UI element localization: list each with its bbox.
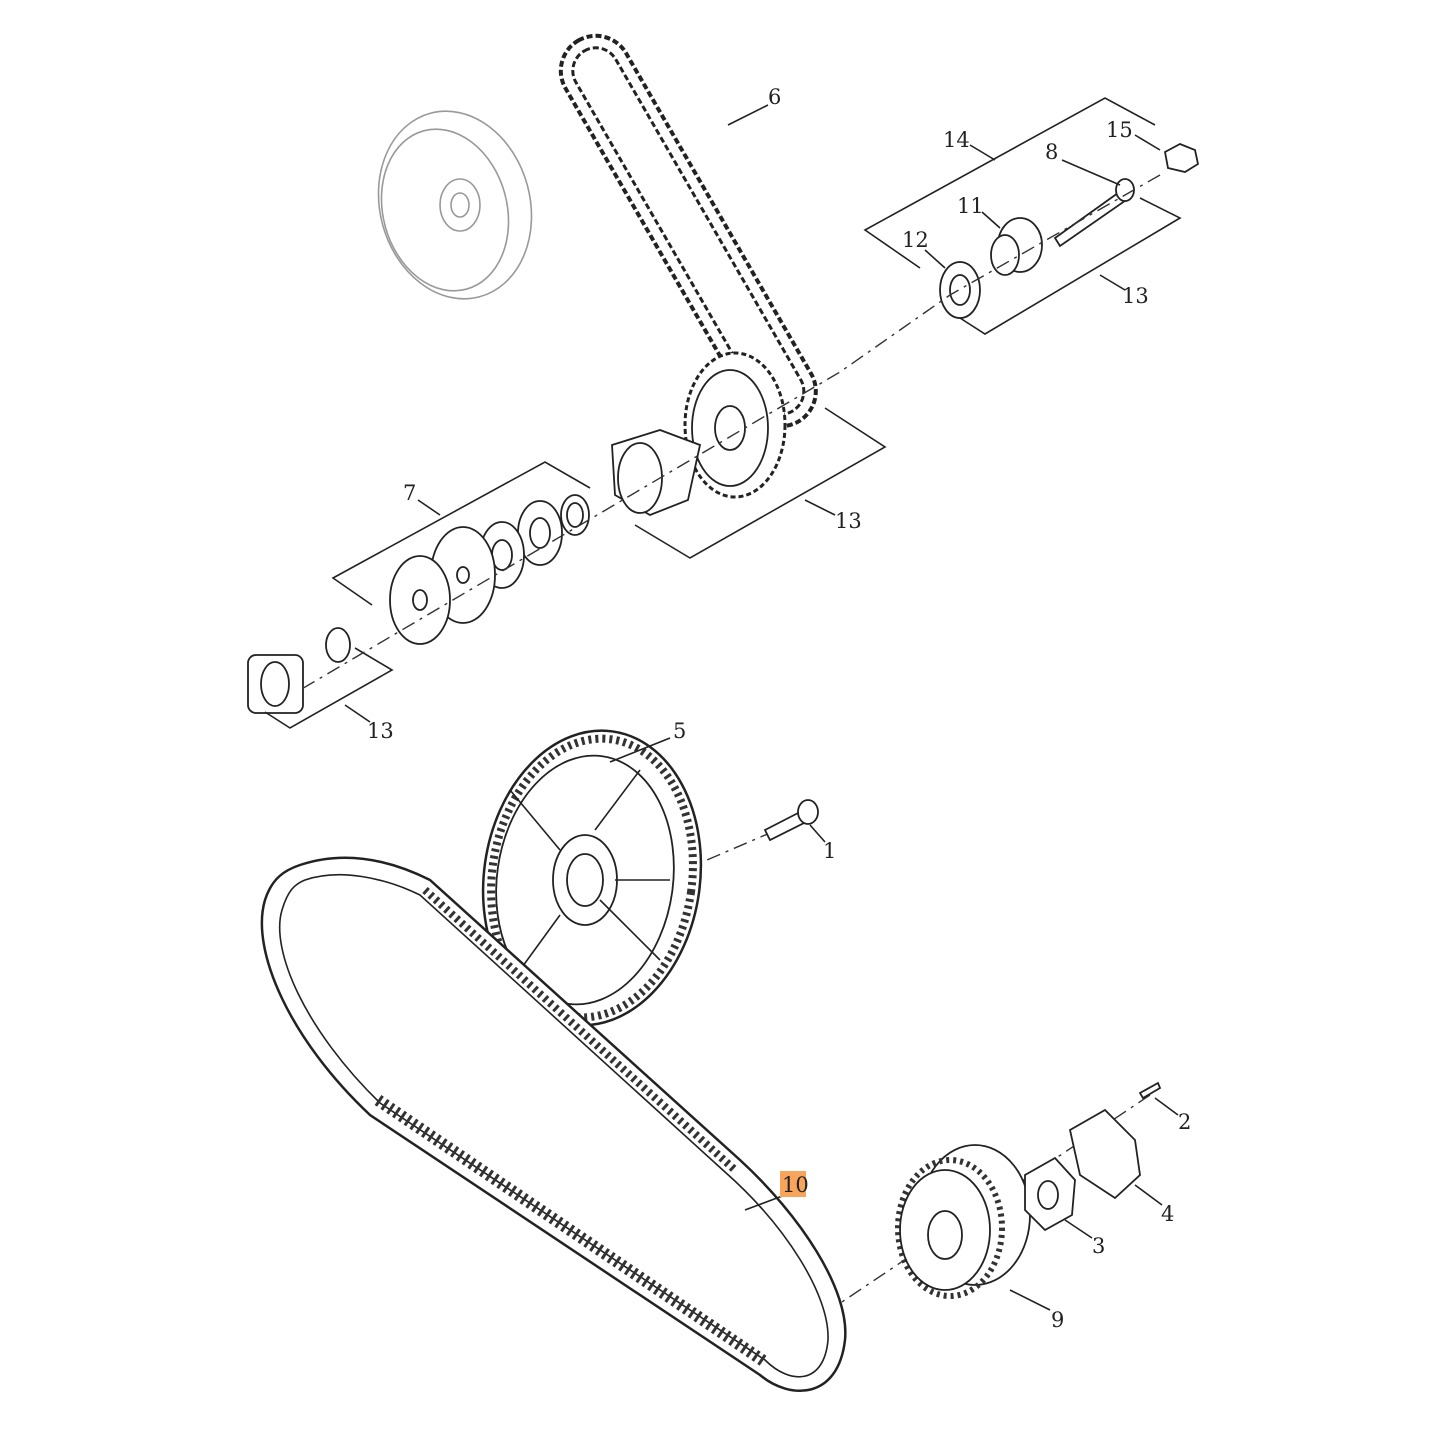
callout-14[interactable]: 14: [943, 128, 970, 152]
callout-6[interactable]: 6: [768, 85, 781, 109]
rear-pulley: [481, 729, 703, 1027]
callout-2[interactable]: 2: [1178, 1110, 1191, 1134]
drive-belt: [260, 856, 847, 1393]
callout-12[interactable]: 12: [902, 228, 929, 252]
callout-3[interactable]: 3: [1092, 1234, 1105, 1258]
callout-13-b[interactable]: 13: [835, 509, 862, 533]
clutch-washers: [247, 494, 590, 714]
callout-1[interactable]: 1: [823, 839, 836, 863]
callout-leaders: [344, 104, 1179, 1311]
callout-5[interactable]: 5: [673, 719, 686, 743]
group-brackets: [264, 97, 1182, 729]
callout-11[interactable]: 11: [957, 194, 984, 218]
highlight-box: [780, 1171, 806, 1197]
callout-labels: 6 14 15 8 11 12 13 7 13 13 5 1 2 4 10 3 …: [367, 85, 1191, 1332]
callout-8[interactable]: 8: [1045, 140, 1058, 164]
callout-13-a[interactable]: 13: [1122, 284, 1149, 308]
primary-chain: [558, 33, 818, 429]
front-pulley: [895, 1081, 1162, 1299]
callout-10[interactable]: 10: [782, 1173, 809, 1197]
callout-7[interactable]: 7: [403, 481, 416, 505]
clutch-assembly: [377, 110, 533, 300]
callout-13-c[interactable]: 13: [367, 719, 394, 743]
callout-9[interactable]: 9: [1051, 1308, 1064, 1332]
callout-15[interactable]: 15: [1106, 118, 1133, 142]
callout-4[interactable]: 4: [1161, 1202, 1174, 1226]
compensator-parts: [939, 143, 1200, 319]
